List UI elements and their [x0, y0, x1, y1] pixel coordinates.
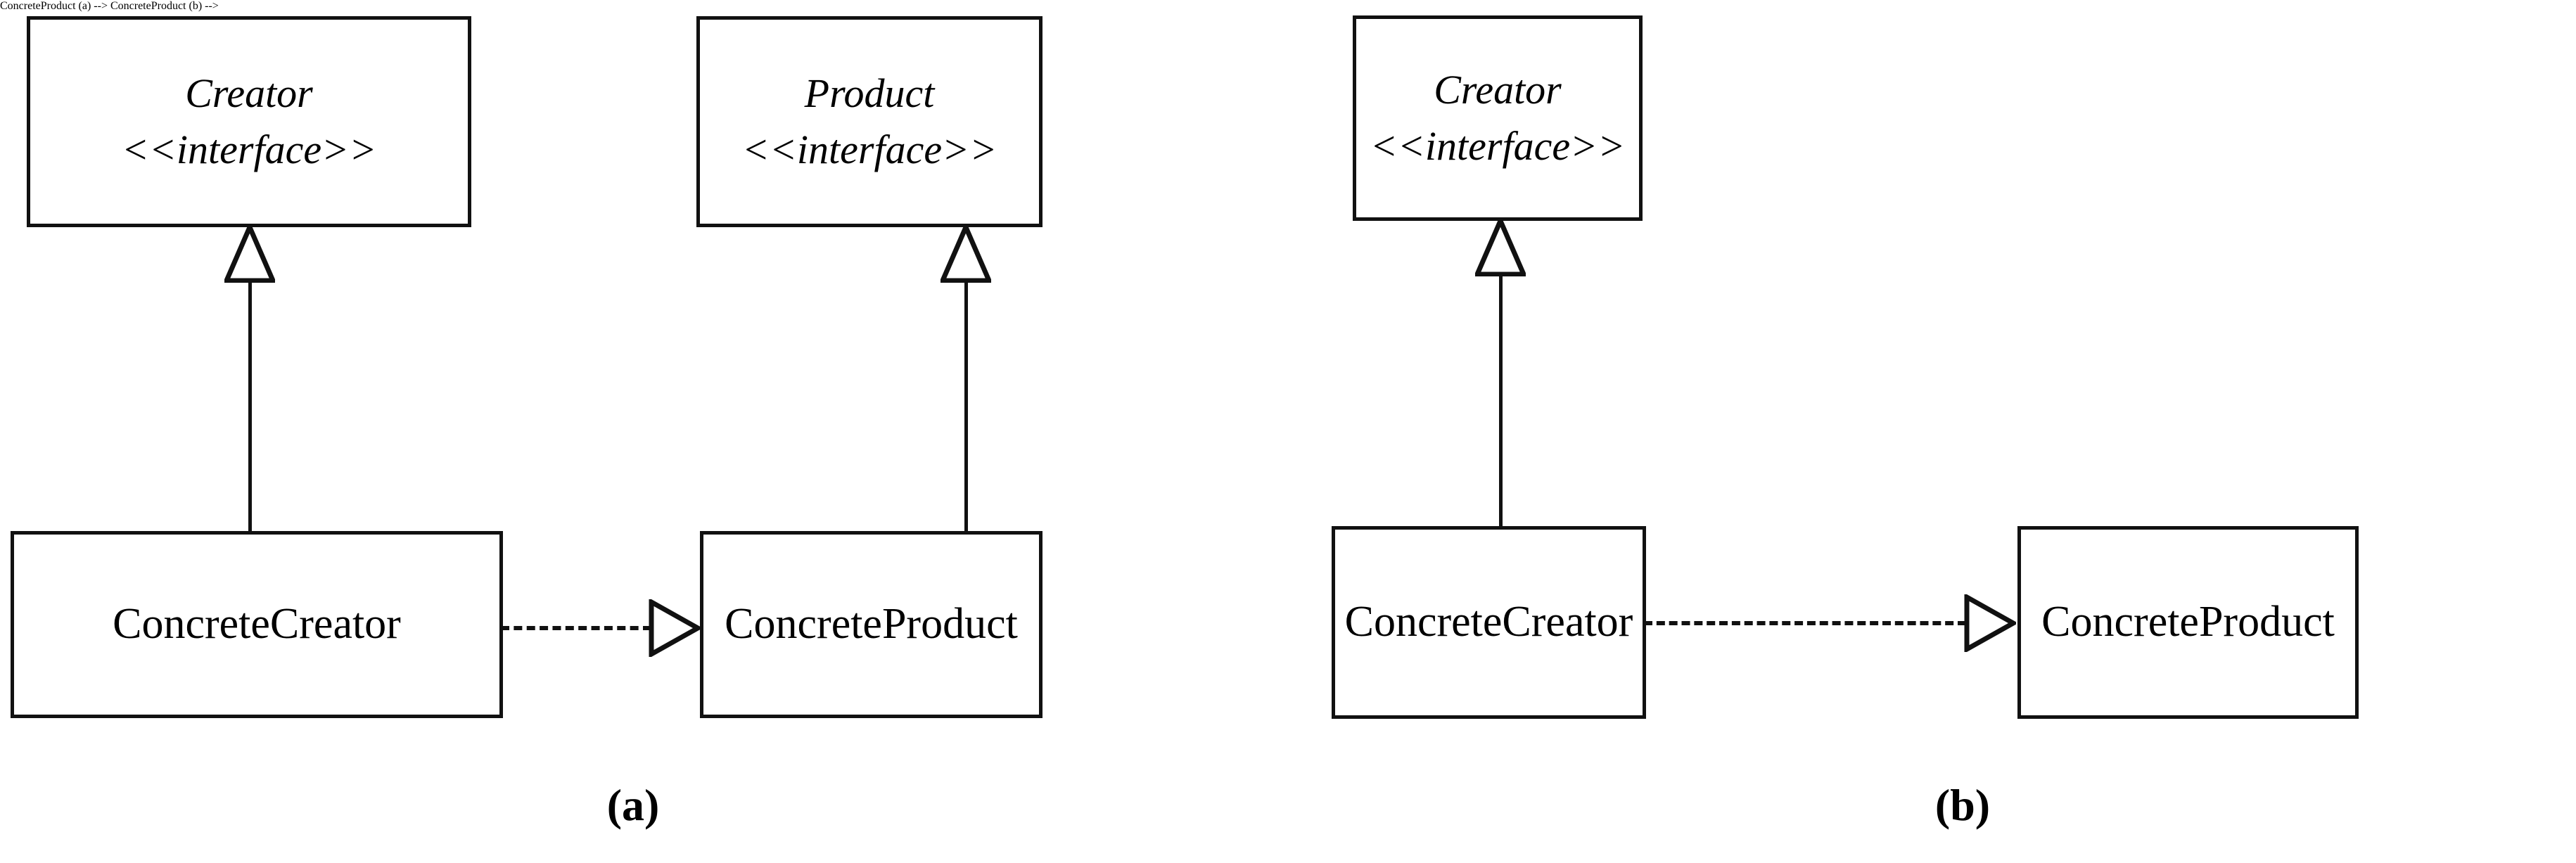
class-box-concrete-product-a[interactable]: ConcreteProduct [700, 531, 1042, 718]
hollow-triangle-arrowhead-icon [224, 225, 275, 283]
generalization-stem [1499, 274, 1503, 528]
realization-dashed-line [501, 626, 651, 630]
class-name-label: Creator [1434, 66, 1562, 113]
generalization-stem [964, 280, 968, 533]
hollow-triangle-arrowhead-icon [1475, 219, 1526, 276]
generalization-stem [248, 280, 252, 533]
class-box-creator-interface-b[interactable]: Creator <<interface>> [1353, 15, 1643, 221]
class-name-label: ConcreteCreator [113, 600, 401, 648]
hollow-triangle-arrowhead-icon [941, 225, 991, 283]
class-name-label: ConcreteProduct [725, 600, 1018, 648]
hollow-triangle-arrowhead-icon [649, 599, 701, 657]
class-box-product-interface-a[interactable]: Product <<interface>> [696, 16, 1042, 227]
subfigure-caption-b: (b) [1934, 780, 1991, 830]
realization-concrete-creator-to-concrete-product-a [501, 594, 702, 662]
class-box-concrete-product-b[interactable]: ConcreteProduct [2017, 526, 2359, 719]
realization-dashed-line [1644, 621, 1966, 625]
class-box-creator-interface-a[interactable]: Creator <<interface>> [27, 16, 471, 227]
generalization-concrete-product-to-product-a [931, 225, 1001, 533]
class-name-label: ConcreteProduct [2041, 598, 2335, 646]
generalization-concrete-creator-to-creator-b [1465, 219, 1536, 528]
class-name-label: ConcreteCreator [1344, 598, 1633, 646]
class-box-concrete-creator-b[interactable]: ConcreteCreator [1332, 526, 1646, 719]
hollow-triangle-arrowhead-icon [1964, 594, 2016, 652]
class-stereotype-label: <<interface>> [121, 127, 377, 172]
subfigure-caption-a: (a) [606, 780, 660, 830]
class-name-label: Product [804, 70, 935, 116]
class-stereotype-label: <<interface>> [741, 127, 997, 172]
class-box-concrete-creator-a[interactable]: ConcreteCreator [11, 531, 503, 718]
generalization-concrete-creator-to-creator-a [215, 225, 285, 533]
class-stereotype-label: <<interface>> [1370, 123, 1626, 169]
realization-concrete-creator-to-concrete-product-b [1644, 589, 2022, 657]
class-name-label: Creator [185, 70, 313, 116]
